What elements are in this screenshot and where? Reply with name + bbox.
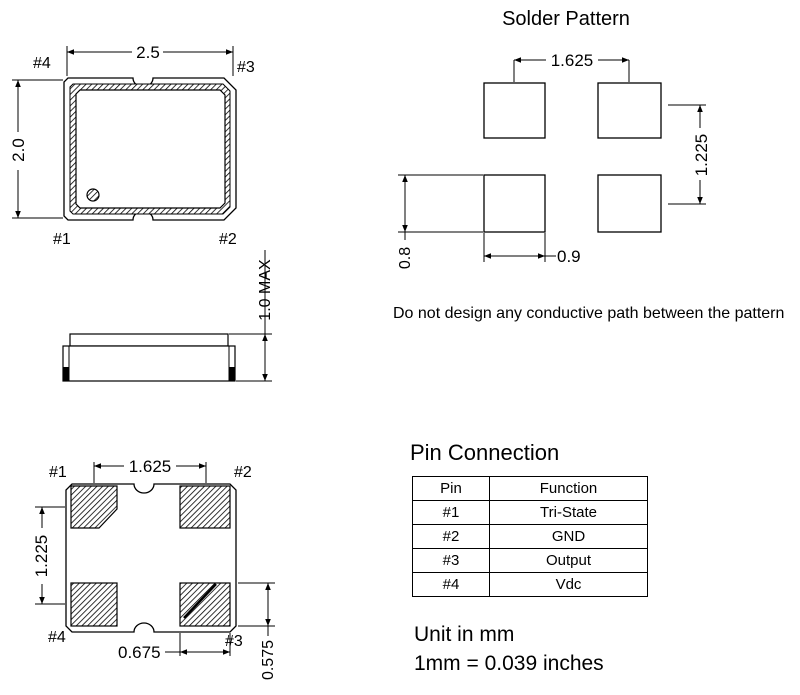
side-view-left-terminal [63, 367, 69, 381]
top-pin3-label: #3 [237, 59, 255, 76]
top-height-label: 2.0 [9, 138, 28, 162]
pin-connection-table: Pin Function #1 Tri-State #2 GND #3 Outp… [412, 476, 648, 597]
bottom-pin1-label: #1 [49, 464, 67, 481]
bottom-pin3-label: #3 [225, 633, 243, 650]
table-row: #2 GND [412, 524, 648, 549]
bottom-pin4-label: #4 [48, 629, 66, 646]
side-view-lid [69, 333, 229, 347]
side-view: 1.0 MAX [62, 250, 274, 382]
top-width-label: 2.5 [136, 43, 160, 62]
function-cell: GND [489, 524, 648, 549]
solder-vpitch-label: 1.225 [692, 134, 711, 177]
table-row: #1 Tri-State [412, 500, 648, 525]
unit-note: Unit in mm 1mm = 0.039 inches [414, 620, 604, 678]
solder-padwidth-label: 0.9 [557, 247, 581, 266]
side-view-body [62, 345, 236, 382]
side-view-right-terminal [229, 367, 235, 381]
pin-cell: #2 [412, 524, 490, 549]
pin-cell: #3 [412, 548, 490, 573]
top-view-lid [75, 89, 226, 209]
bottom-pad-3 [179, 582, 231, 627]
pin1-marker-dot [86, 188, 100, 202]
table-row: #3 Output [412, 548, 648, 573]
bottom-padh-label: 0.575 [260, 640, 277, 680]
function-cell: Output [489, 548, 648, 573]
bottom-pad-4 [70, 582, 118, 627]
unit-line-2: 1mm = 0.039 inches [414, 652, 604, 675]
top-view: 2.5 2.0 #4 #3 #1 #2 [9, 43, 255, 248]
pin-connection-title: Pin Connection [410, 440, 560, 465]
solder-pattern: Solder Pattern 1.625 1.225 0.8 0.9 [397, 8, 711, 269]
table-row: #4 Vdc [412, 572, 648, 597]
bottom-vpitch-label: 1.225 [32, 535, 51, 578]
bottom-pad-2 [179, 485, 231, 529]
bottom-hpitch-label: 1.625 [129, 457, 172, 476]
solder-pad-top-right [597, 82, 662, 139]
top-pin2-label: #2 [219, 231, 237, 248]
bottom-padw-label: 0.675 [118, 643, 161, 662]
top-pin1-label: #1 [53, 231, 71, 248]
bottom-pad-1 [70, 485, 118, 529]
side-height-label: 1.0 MAX [257, 259, 274, 321]
function-cell: Tri-State [489, 500, 648, 525]
function-cell: Vdc [489, 572, 648, 597]
unit-line-1: Unit in mm [414, 623, 515, 646]
solder-pad-bottom-left [483, 174, 546, 233]
solder-hpitch-label: 1.625 [551, 51, 594, 70]
solder-note: Do not design any conductive path betwee… [393, 305, 785, 322]
top-pin4-label: #4 [33, 55, 51, 72]
solder-padheight-label: 0.8 [397, 247, 414, 269]
solder-pad-bottom-right [597, 174, 662, 233]
header-pin: Pin [412, 476, 490, 501]
pin-cell: #4 [412, 572, 490, 597]
solder-pattern-title: Solder Pattern [502, 8, 630, 30]
bottom-view: 1.625 1.225 0.675 0.575 #1 #2 #4 #3 [32, 457, 277, 680]
bottom-pin2-label: #2 [234, 464, 252, 481]
header-function: Function [489, 476, 648, 501]
table-header-row: Pin Function [412, 476, 648, 501]
solder-pad-top-left [483, 82, 546, 139]
pin-cell: #1 [412, 500, 490, 525]
